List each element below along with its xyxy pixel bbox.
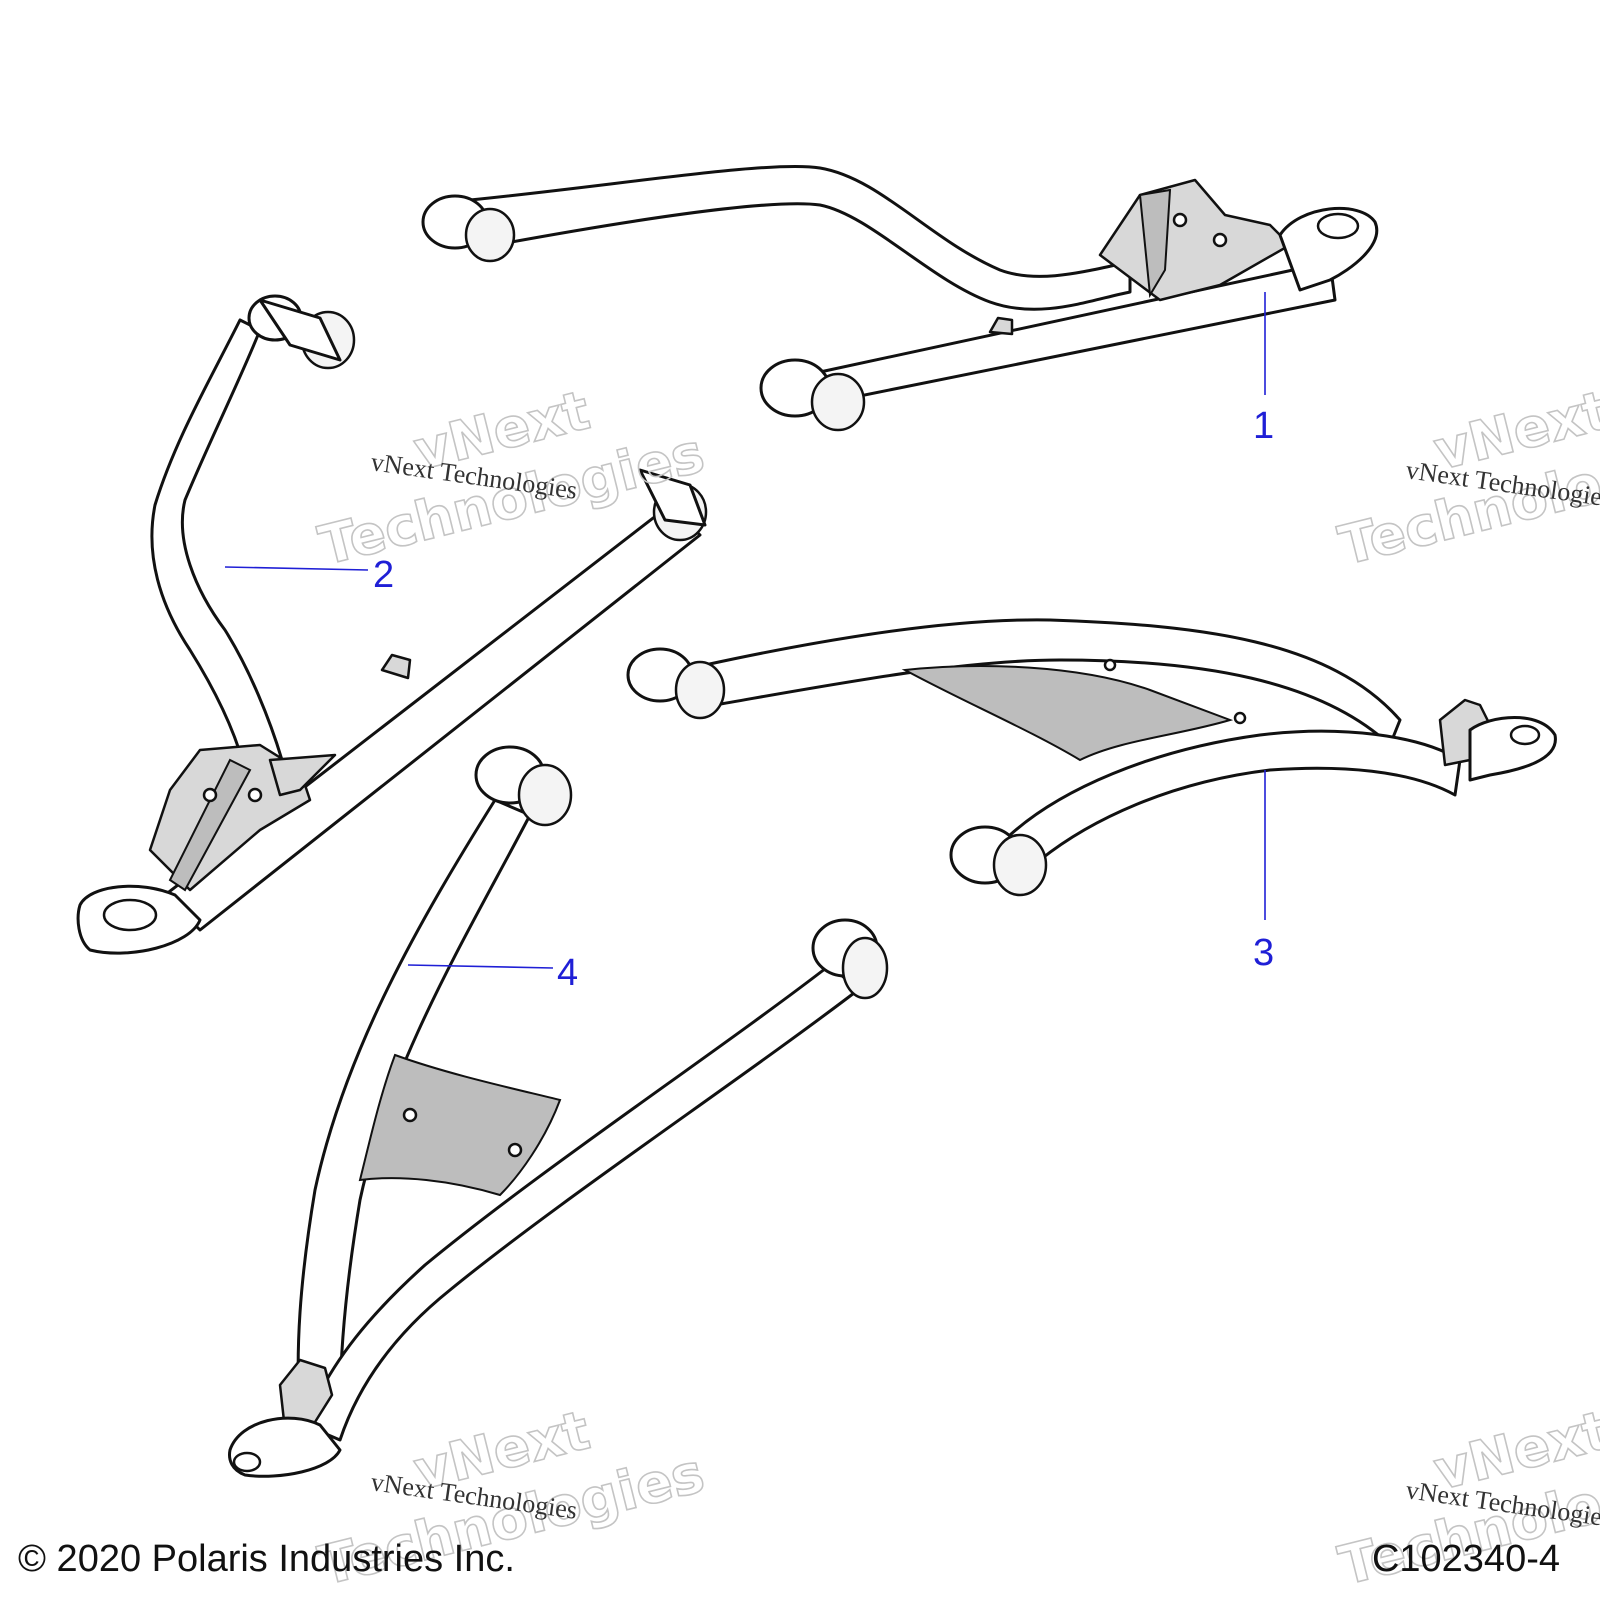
part-1-a-arm (421, 165, 1379, 432)
drawing-number: C102340-4 (1371, 1538, 1560, 1580)
part-4-a-arm (228, 745, 889, 1478)
part-2-a-arm (76, 294, 708, 955)
copyright-notice: © 2020 Polaris Industries Inc. (18, 1538, 515, 1580)
callout-2: 2 (373, 554, 394, 596)
watermark-upper-right: vNext Technologies vNext Technologies (1332, 378, 1600, 579)
leader-2 (224, 566, 369, 571)
callout-1: 1 (1253, 405, 1274, 447)
leader-4 (407, 964, 554, 969)
part-3-a-arm (626, 618, 1557, 897)
callout-4: 4 (557, 952, 578, 994)
callout-3: 3 (1253, 932, 1274, 974)
